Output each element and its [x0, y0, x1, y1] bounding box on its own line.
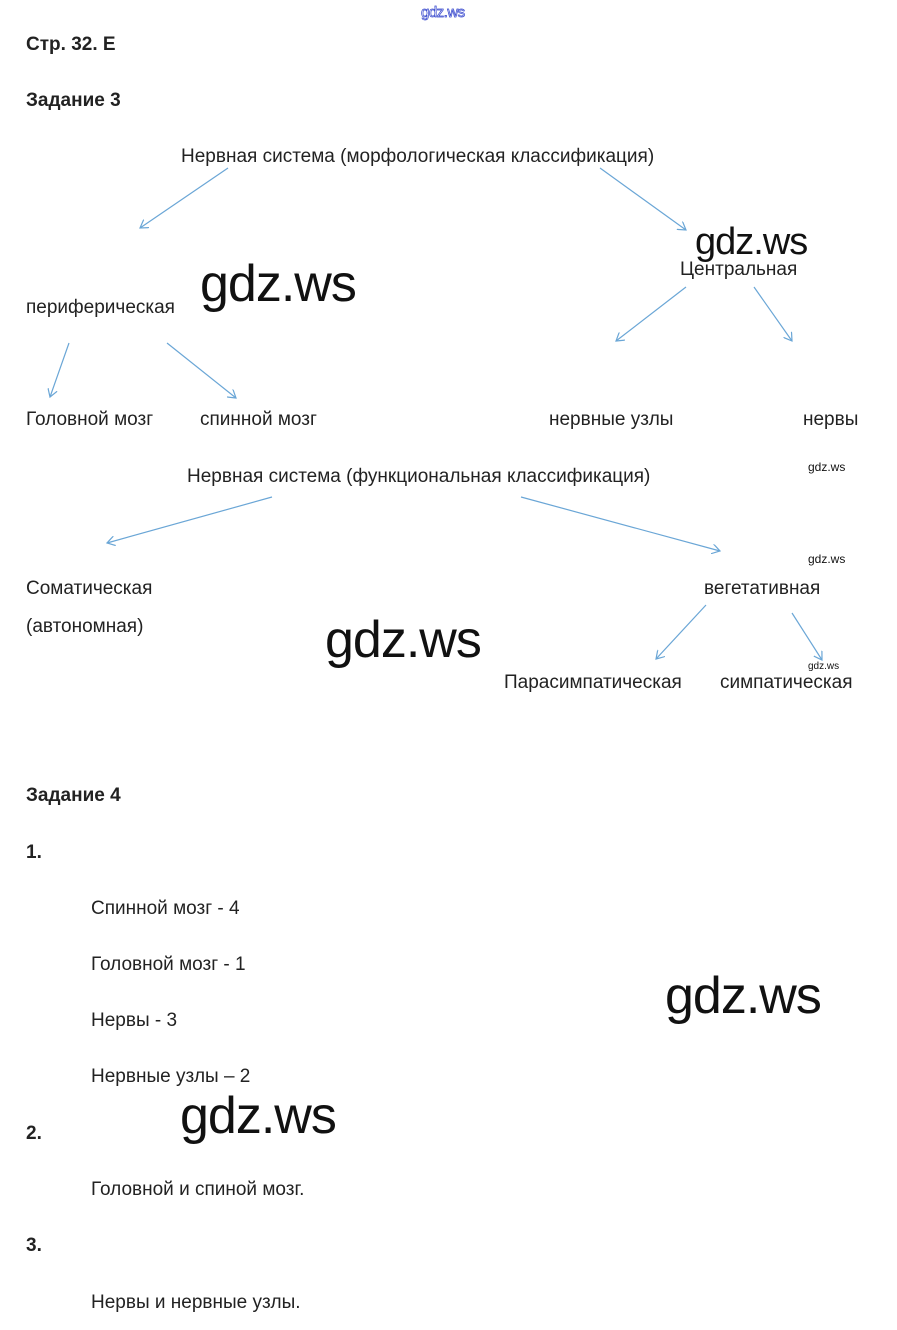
watermark: gdz.ws [325, 611, 482, 669]
morph-root: Нервная система (морфологическая классиф… [181, 146, 655, 167]
morph-central: Центральная [680, 259, 798, 280]
arrow-to-nerves [753, 286, 792, 341]
func-root: Нервная система (функциональная классифи… [187, 466, 651, 487]
watermark: gdz.ws [180, 1087, 337, 1145]
arrow-to-vegetative [520, 496, 720, 551]
q2-number: 2. [26, 1123, 42, 1144]
arrow-to-spinal-cord [166, 342, 236, 398]
arrow-to-peripheral [140, 167, 229, 228]
arrow-to-somatic [107, 496, 273, 543]
q1-number: 1. [26, 842, 42, 863]
watermark: gdz.ws [200, 255, 357, 313]
arrow-to-brain [50, 342, 70, 397]
watermark: gdz.ws [665, 967, 822, 1025]
task3-title: Задание 3 [26, 90, 121, 111]
watermark: gdz.ws [808, 460, 846, 474]
func-autonomous: (автономная) [26, 616, 144, 637]
func-sympathetic: симпатическая [720, 672, 853, 693]
q1-line: Нервы - 3 [91, 1010, 178, 1031]
q3-number: 3. [26, 1235, 42, 1256]
arrow-to-parasympathetic [656, 604, 707, 659]
func-somatic: Соматическая [26, 578, 153, 599]
leaf-ganglia: нервные узлы [549, 409, 674, 430]
func-vegetative: вегетативная [704, 578, 821, 599]
watermark: gdz.ws [695, 221, 808, 263]
q3-answer: Нервы и нервные узлы. [91, 1292, 301, 1313]
watermark-top: gdz.ws [421, 4, 466, 22]
morph-peripheral: периферическая [26, 297, 175, 318]
leaf-spinal-cord: спинной мозг [200, 409, 317, 430]
page-header: Стр. 32. Е [26, 34, 116, 55]
leaf-brain: Головной мозг [26, 409, 154, 430]
leaf-nerves: нервы [803, 409, 859, 430]
q1-line: Спинной мозг - 4 [91, 898, 240, 919]
watermark: gdz.ws [808, 552, 846, 566]
q1-line: Головной мозг - 1 [91, 954, 246, 975]
q2-answer: Головной и спиной мозг. [91, 1179, 305, 1200]
func-parasympathetic: Парасимпатическая [504, 672, 682, 693]
arrow-to-sympathetic [791, 612, 822, 660]
arrow-to-central [599, 167, 686, 230]
task4-title: Задание 4 [26, 785, 121, 806]
arrow-to-ganglia [616, 286, 687, 341]
watermark: gdz.ws [808, 661, 840, 672]
q1-line: Нервные узлы – 2 [91, 1066, 251, 1087]
